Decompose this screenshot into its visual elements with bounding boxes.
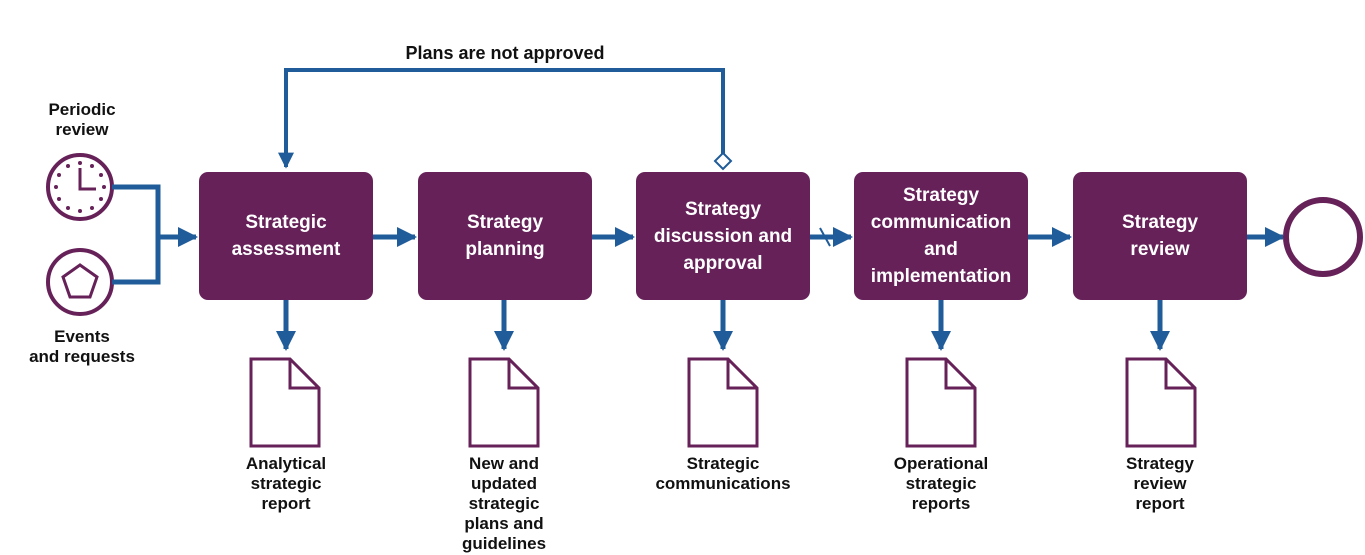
loop-label: Plans are not approved (405, 43, 605, 63)
document-icon (905, 357, 977, 448)
output-label: Strategic communications (655, 454, 791, 493)
step-strategy-discussion-approval: Strategy discussion and approval (636, 172, 810, 300)
document-icon (1125, 357, 1197, 448)
pentagon-icon (46, 248, 114, 316)
step-strategy-communication-implementation: Strategy communication and implementatio… (854, 172, 1028, 300)
output-label: Strategy review report (1125, 454, 1195, 513)
step-label: Strategy review (1121, 212, 1199, 260)
conditional-flow-diamond (713, 151, 733, 171)
start-merge-connector (112, 184, 196, 285)
step-strategy-review: Strategy review (1073, 172, 1247, 300)
output-label: Operational strategic reports (893, 454, 989, 513)
step-strategy-planning: Strategy planning (418, 172, 592, 300)
document-icon (249, 357, 321, 448)
end-circle-icon (1283, 197, 1363, 277)
step-label: Strategy communication and implementatio… (870, 185, 1012, 287)
periodic-review-label: Periodic review (48, 100, 116, 139)
events-requests-label: Events and requests (29, 327, 135, 366)
default-flow-slash (819, 227, 831, 247)
output-label: Analytical strategic report (245, 454, 327, 513)
step-label: Strategy planning (465, 212, 545, 260)
step-label: Strategy discussion and approval (653, 198, 793, 274)
document-icon (687, 357, 759, 448)
output-label: New and updated strategic plans and guid… (461, 454, 547, 553)
rejection-loop-connector (278, 68, 725, 169)
clock-icon (46, 153, 114, 221)
document-icon (468, 357, 540, 448)
step-label: Strategic assessment (231, 212, 341, 260)
step-strategic-assessment: Strategic assessment (199, 172, 373, 300)
